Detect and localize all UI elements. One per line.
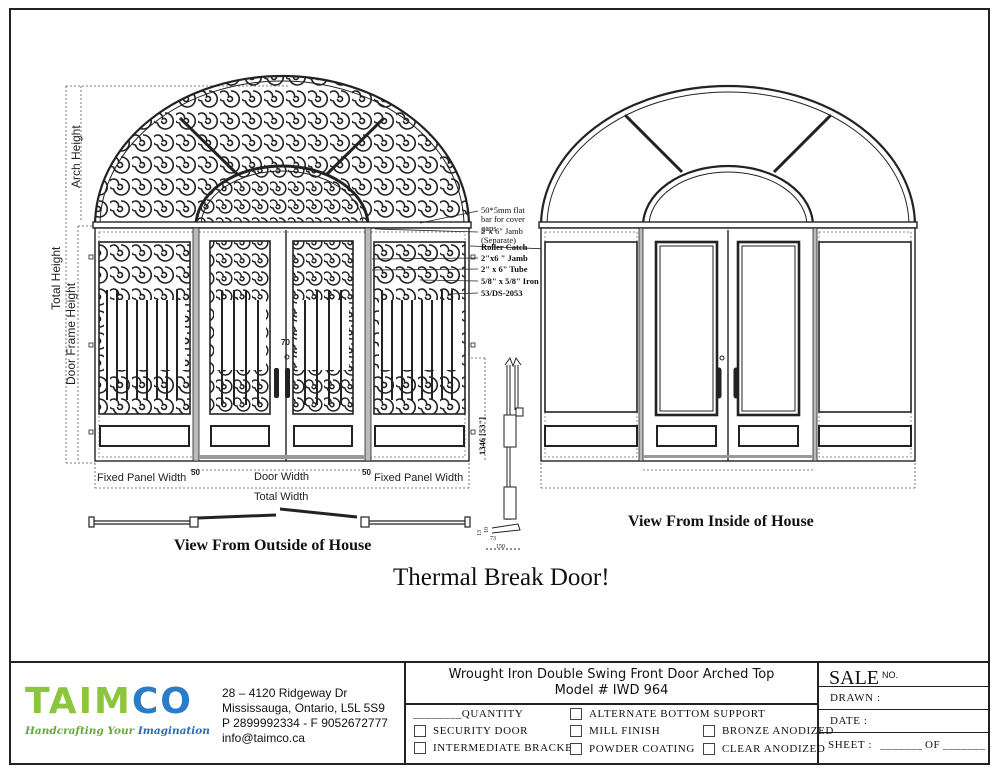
checkbox[interactable] (570, 743, 582, 755)
checkbox[interactable] (703, 725, 715, 737)
product-name: Wrought Iron Double Swing Front Door Arc… (448, 667, 775, 682)
drawing-canvas (65, 74, 918, 550)
title-block-divider-1 (404, 661, 406, 765)
arch-height-label: Arch Height (69, 125, 83, 188)
checkbox[interactable] (570, 708, 582, 720)
handle-gap-label: 70 (281, 338, 290, 347)
bronze-anodized-option[interactable]: BRONZE ANODIZED (703, 725, 834, 737)
fixed-panel-width-left-label: Fixed Panel Width (97, 472, 187, 484)
section-detail (486, 356, 524, 550)
company-logo: TAIMCO Handcrafting Your Imagination (25, 681, 210, 738)
arch-transom (92, 74, 472, 229)
drawing-sheet-border (9, 8, 990, 765)
email-link[interactable]: info@taimco.ca (222, 731, 305, 745)
product-title-divider (405, 703, 817, 705)
callout-roller-catch: Roller Catch (481, 242, 528, 252)
callout-iron: 5/8" x 5/8" Iron (481, 276, 539, 286)
title-block (9, 661, 990, 765)
plan-view-section (88, 507, 471, 528)
sheet-total-blank[interactable]: _______ (943, 739, 986, 751)
drawing-title: Thermal Break Door! (393, 564, 610, 591)
sheet-field[interactable]: SHEET : (828, 739, 873, 751)
callout-jamb-separate: 2"x 6" Jamb (Separate) (481, 226, 523, 245)
mill-finish-option[interactable]: MILL FINISH (570, 725, 660, 737)
clear-anodized-option[interactable]: CLEAR ANODIZED (703, 743, 825, 755)
callout-flat-bar: 50*5mm flat bar for cover gaps (481, 205, 525, 233)
section-dim-73: 73 (490, 536, 496, 542)
fixed-panel-width-right-label: Fixed Panel Width (374, 472, 464, 484)
right-fixed-panel (373, 241, 466, 447)
gap-left-label: 50 (191, 468, 200, 477)
of-label: OF (925, 739, 941, 751)
inside-view-caption: View From Inside of House (628, 513, 814, 530)
sheet-number-blank[interactable]: _______ (880, 739, 923, 751)
checkbox[interactable] (703, 743, 715, 755)
company-address: 28 – 4120 Ridgeway Dr Mississauga, Ontar… (222, 686, 388, 746)
callout-jamb: 2"x6 " Jamb (481, 253, 528, 263)
total-height-label: Total Height (49, 246, 63, 310)
gap-right-label: 50 (362, 468, 371, 477)
outside-view-caption: View From Outside of House (174, 537, 372, 554)
section-height-label: 1346 [53"] (477, 416, 487, 455)
inside-view-elevation (538, 84, 918, 489)
tagline-green: Handcrafting Your (25, 725, 138, 737)
callout-tube: 2" x 6" Tube (481, 264, 528, 274)
sale-row-divider-2 (818, 709, 990, 710)
phone-fax: P 2899992334 - F 9052672777 (222, 716, 388, 730)
checkbox[interactable] (414, 742, 426, 754)
drawn-field[interactable]: DRAWN : (830, 692, 881, 704)
title-block-divider-2 (817, 661, 819, 765)
address-line-1: 28 – 4120 Ridgeway Dr (222, 686, 348, 700)
total-width-label: Total Width (254, 491, 309, 503)
quantity-field[interactable]: ________QUANTITY (413, 708, 524, 720)
section-dim-10: 10 (484, 527, 490, 533)
checkbox[interactable] (570, 725, 582, 737)
logo-text-blue: CO (131, 681, 193, 722)
product-model: Model # IWD 964 (554, 683, 669, 698)
logo-text-green: TAIM (25, 681, 132, 722)
intermediate-bracket-option[interactable]: INTERMEDIATE BRACKET (414, 742, 580, 754)
checkbox[interactable] (414, 725, 426, 737)
door-frame-height-label: Door Frame Height (64, 282, 78, 385)
sale-row-divider-1 (818, 686, 990, 687)
tagline-blue: Imagination (137, 725, 210, 737)
sale-row-divider-3 (818, 732, 990, 733)
product-title: Wrought Iron Double Swing Front Door Arc… (406, 667, 817, 699)
section-dim-150: 150 (496, 544, 505, 550)
callout-part-number: 53/DS-2053 (481, 288, 523, 298)
address-line-2: Mississauga, Ontario, L5L 5S9 (222, 701, 385, 715)
outside-view-elevation (65, 74, 731, 528)
security-door-option[interactable]: SECURITY DOOR (414, 725, 528, 737)
date-field[interactable]: DATE : (830, 715, 868, 727)
door-width-label: Door Width (254, 471, 310, 483)
right-door-leaf (284, 240, 354, 447)
powder-coating-option[interactable]: POWDER COATING (570, 743, 695, 755)
left-fixed-panel (98, 241, 191, 447)
left-door-leaf (209, 240, 279, 447)
alternate-bottom-support-option[interactable]: ALTERNATE BOTTOM SUPPORT (570, 708, 765, 720)
